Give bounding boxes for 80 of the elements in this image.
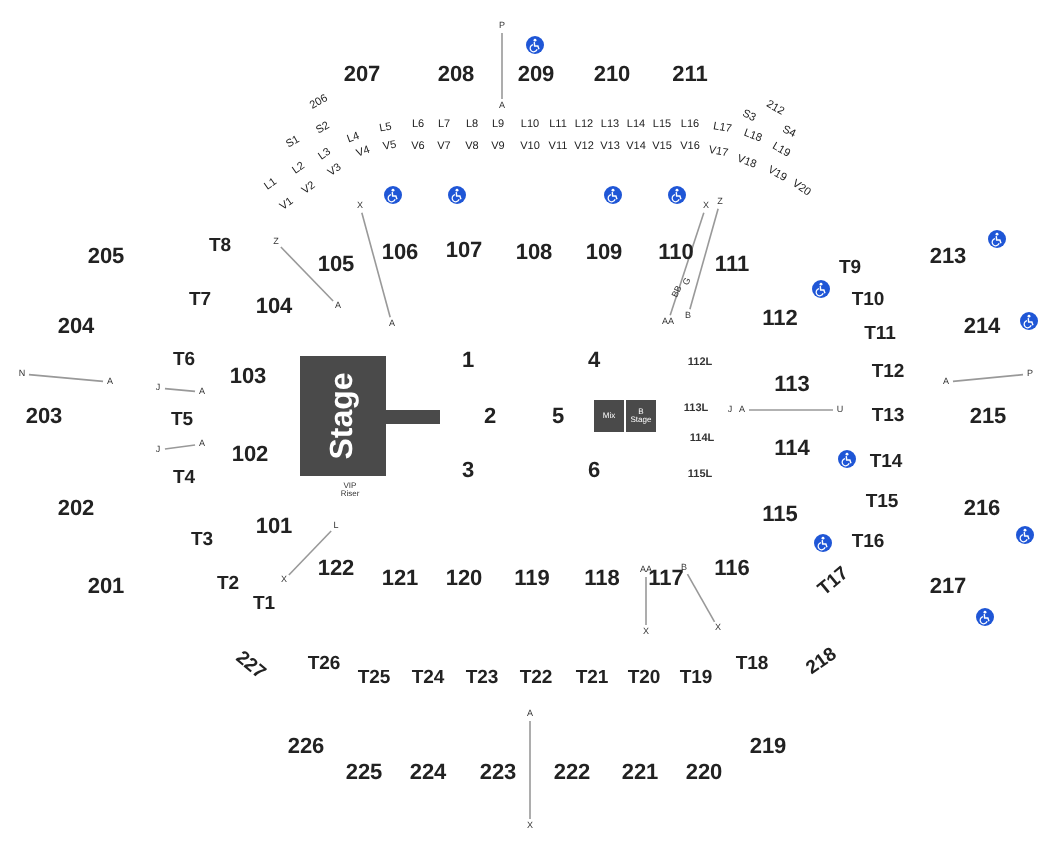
section-number: T23 bbox=[465, 668, 499, 688]
section-number: 225 bbox=[345, 763, 383, 785]
section-number: 214 bbox=[963, 317, 1001, 339]
section-number: 218 bbox=[803, 645, 841, 679]
section-number: 107 bbox=[445, 241, 483, 263]
section-number: 217 bbox=[929, 577, 967, 599]
section-number: 115 bbox=[762, 505, 798, 527]
section-number: 5 bbox=[551, 407, 565, 429]
section-number: T15 bbox=[865, 492, 899, 512]
section-number: 208 bbox=[437, 65, 475, 87]
section-number: T21 bbox=[575, 668, 609, 688]
section-number: 224 bbox=[409, 763, 447, 785]
section-number: T10 bbox=[851, 290, 885, 310]
section-number: T24 bbox=[411, 668, 445, 688]
section-number: T7 bbox=[188, 290, 212, 310]
section-number: T17 bbox=[815, 564, 853, 600]
section-number: T22 bbox=[519, 668, 553, 688]
section-number: 102 bbox=[231, 445, 269, 467]
section-number: 220 bbox=[685, 763, 723, 785]
section-number: 216 bbox=[963, 499, 1001, 521]
section-number: 116 bbox=[714, 559, 750, 581]
section-number: 120 bbox=[445, 569, 483, 591]
section-number: 113 bbox=[774, 375, 810, 397]
section-number: 210 bbox=[593, 65, 631, 87]
section-number: 222 bbox=[553, 763, 591, 785]
section-number: T13 bbox=[871, 406, 905, 426]
section-number: 2 bbox=[483, 407, 497, 429]
section-number: 111 bbox=[714, 255, 750, 277]
section-number: T3 bbox=[190, 530, 214, 550]
section-number: 205 bbox=[87, 247, 125, 269]
section-number: T6 bbox=[172, 350, 196, 370]
section-number: T9 bbox=[838, 258, 862, 278]
section-number: 202 bbox=[57, 499, 95, 521]
section-number: 6 bbox=[587, 461, 601, 483]
section-number: 112 bbox=[762, 309, 798, 331]
section-number: 219 bbox=[749, 737, 787, 759]
section-number: 1 bbox=[461, 351, 475, 373]
section-number: 118 bbox=[584, 569, 620, 591]
section-number: 223 bbox=[479, 763, 517, 785]
section-number: 122 bbox=[317, 559, 355, 581]
section-number: 104 bbox=[255, 297, 293, 319]
section-number: T5 bbox=[170, 410, 194, 430]
section-number: 3 bbox=[461, 461, 475, 483]
section-number: 221 bbox=[621, 763, 659, 785]
section-number: 101 bbox=[255, 517, 293, 539]
section-number: T8 bbox=[208, 236, 232, 256]
section-number: T14 bbox=[869, 452, 903, 472]
section-number: T11 bbox=[864, 324, 896, 344]
section-number: 4 bbox=[587, 351, 601, 373]
section-number: T12 bbox=[871, 362, 905, 382]
section-number: T19 bbox=[679, 668, 713, 688]
section-number: 117 bbox=[648, 569, 684, 591]
section-number: 108 bbox=[515, 243, 553, 265]
section-number: 110 bbox=[658, 243, 694, 265]
section-number: T2 bbox=[216, 574, 240, 594]
section-number: 109 bbox=[585, 243, 623, 265]
section-number: 119 bbox=[514, 569, 550, 591]
section-number: 114 bbox=[774, 439, 810, 461]
section-number: 226 bbox=[287, 737, 325, 759]
section-number: 211 bbox=[672, 65, 708, 87]
section-number: 105 bbox=[317, 255, 355, 277]
section-number: 201 bbox=[87, 577, 125, 599]
section-number: 215 bbox=[969, 407, 1007, 429]
section-number: 213 bbox=[929, 247, 967, 269]
section-number: 227 bbox=[231, 648, 269, 684]
section-number: T1 bbox=[252, 594, 276, 614]
section-number: 209 bbox=[517, 65, 555, 87]
section-number: 106 bbox=[381, 243, 419, 265]
section-number: 203 bbox=[25, 407, 63, 429]
section-number: T20 bbox=[627, 668, 661, 688]
section-number: T16 bbox=[851, 532, 885, 552]
section-number: T26 bbox=[307, 654, 341, 674]
section-number: 204 bbox=[57, 317, 95, 339]
section-number: 103 bbox=[229, 367, 267, 389]
section-number: 121 bbox=[381, 569, 419, 591]
section-number: T25 bbox=[357, 668, 391, 688]
stage-box: Stage bbox=[300, 356, 386, 476]
section-number: T18 bbox=[735, 654, 769, 674]
section-number: 207 bbox=[343, 65, 381, 87]
section-number: T4 bbox=[172, 468, 196, 488]
